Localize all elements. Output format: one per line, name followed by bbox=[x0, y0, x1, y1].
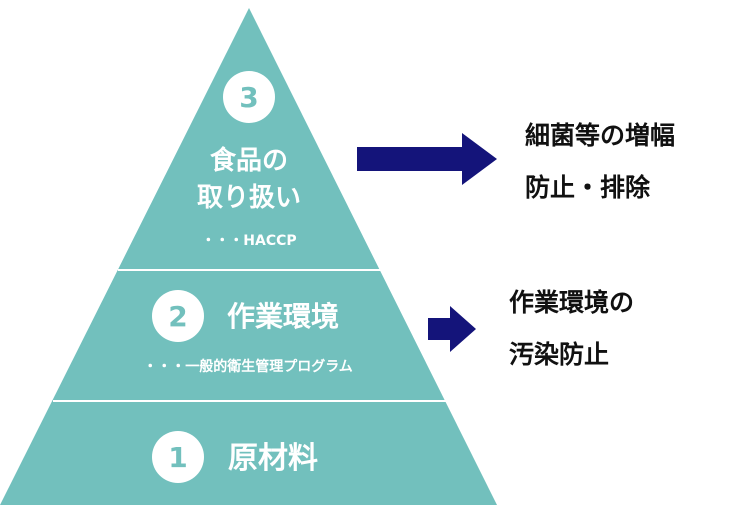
tier-3-number: 3 bbox=[239, 81, 258, 114]
tier-2-number: 2 bbox=[168, 300, 187, 333]
tier-2-subtitle: ・・・一般的衛生管理プログラム bbox=[143, 358, 353, 375]
tier-3-subtitle: ・・・HACCP bbox=[201, 233, 296, 249]
tier-3-number-circle bbox=[223, 71, 275, 123]
tier-1-number-circle bbox=[152, 431, 204, 483]
side-label-middle-line2: 汚染防止 bbox=[509, 340, 610, 369]
side-label-middle-line1: 作業環境の bbox=[509, 288, 635, 317]
tier-1-title: 原材料 bbox=[228, 441, 318, 476]
arrow-right-middle bbox=[428, 306, 476, 352]
tier-3-title-line2: 取り扱い bbox=[197, 183, 301, 213]
side-label-top-line2: 防止・排除 bbox=[525, 173, 651, 202]
tier-3-title-line1: 食品の bbox=[210, 145, 288, 176]
tier-1-number: 1 bbox=[168, 441, 187, 474]
side-label-top-line1: 細菌等の増幅 bbox=[525, 121, 676, 150]
arrow-right-top bbox=[357, 133, 497, 185]
pyramid bbox=[0, 8, 497, 505]
tier-2-title: 作業環境 bbox=[227, 300, 339, 333]
tier-2-number-circle bbox=[152, 290, 204, 342]
